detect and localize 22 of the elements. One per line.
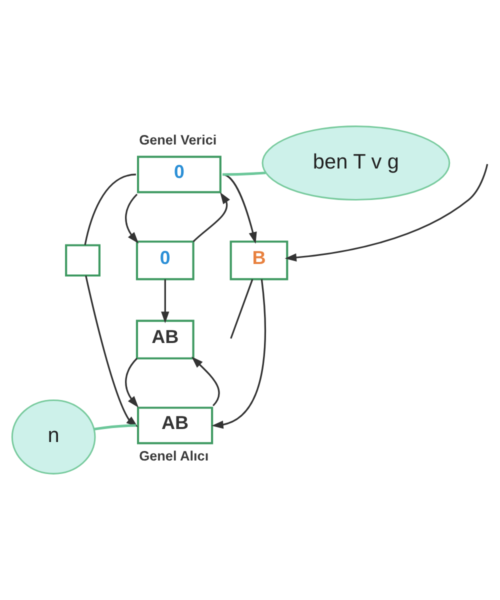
node-ellipse: n [11, 399, 96, 474]
node-label: Genel Alıcı [139, 448, 209, 464]
node-box: B [230, 240, 288, 280]
node-box: 0 [136, 240, 194, 280]
node-box [65, 244, 100, 277]
node-label: Genel Verici [139, 132, 217, 148]
arrow [284, 164, 488, 262]
connector [84, 174, 136, 246]
arrow [125, 358, 139, 408]
node-box: AB [137, 406, 214, 444]
node-ellipse: ben T v g [262, 126, 450, 201]
connector [222, 172, 266, 176]
node-box: 0 [137, 156, 222, 194]
arrow [161, 279, 170, 324]
arrow [192, 192, 230, 242]
connector [94, 424, 136, 430]
node-box: AB [136, 320, 194, 360]
arrow [212, 279, 266, 429]
arrow [85, 276, 138, 428]
arrow [192, 356, 220, 406]
arrow [125, 194, 139, 244]
connector [230, 279, 254, 339]
